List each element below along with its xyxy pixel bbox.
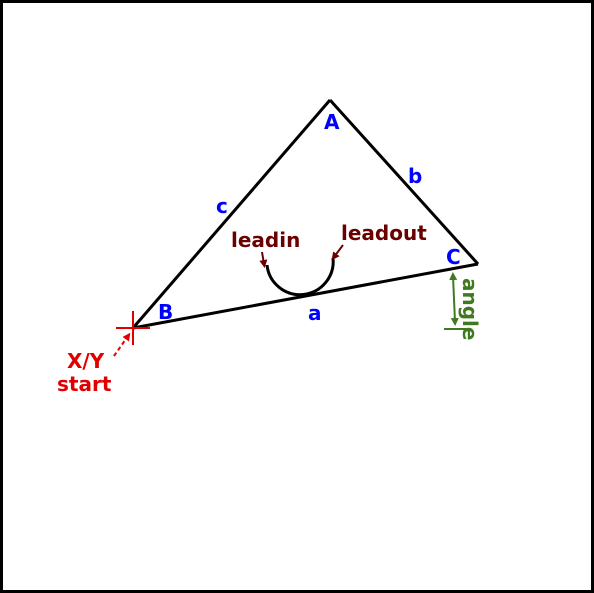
side-label-c: c bbox=[216, 194, 228, 218]
leadout-arrow bbox=[331, 244, 344, 261]
leadin-label: leadin bbox=[231, 228, 300, 252]
side-label-a: a bbox=[308, 301, 322, 325]
vertex-label-a: A bbox=[324, 110, 340, 134]
side-b-line bbox=[328, 98, 480, 266]
vertex-label-c: C bbox=[446, 245, 461, 269]
leadin-arrow bbox=[259, 251, 268, 268]
start-label-start: start bbox=[57, 372, 112, 396]
side-c-line bbox=[131, 99, 332, 329]
angle-label: angle bbox=[458, 278, 482, 340]
angle-dimension-arrow bbox=[449, 272, 459, 326]
start-arrow bbox=[113, 332, 131, 357]
start-label-xy: X/Y bbox=[67, 349, 105, 373]
vertex-label-b: B bbox=[158, 300, 173, 324]
leadout-label: leadout bbox=[341, 221, 427, 245]
lead-arc bbox=[265, 257, 335, 297]
side-a-line bbox=[132, 262, 479, 330]
side-label-b: b bbox=[408, 164, 422, 188]
